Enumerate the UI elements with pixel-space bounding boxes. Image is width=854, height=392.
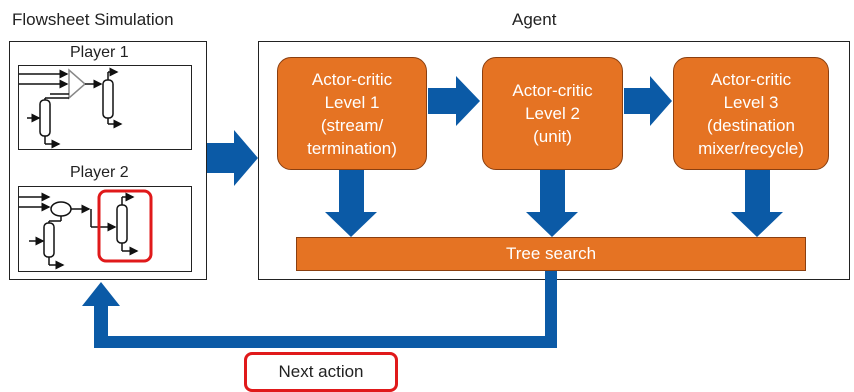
level-2-line-3: (unit) — [533, 127, 572, 146]
arrow-level2-to-level3 — [624, 76, 672, 126]
level-2-line-2: Level 2 — [525, 104, 580, 123]
level-1-line-1: Actor-critic — [311, 69, 393, 89]
level-3-line-1: Actor-critic — [710, 69, 792, 89]
next-action-box: Next action — [244, 352, 398, 392]
arrow-level3-to-tree — [731, 170, 783, 237]
level-1-line-3: (stream/ — [320, 115, 384, 135]
arrow-level1-to-level2 — [428, 76, 480, 126]
agent-title: Agent — [512, 10, 557, 29]
player-2-process-diagram — [19, 189, 153, 270]
level-1-line-2: Level 1 — [324, 92, 380, 112]
arrow-level1-to-tree — [325, 170, 377, 237]
next-action-label: Next action — [278, 362, 364, 381]
level-1-line-4: termination) — [307, 138, 397, 158]
actor-critic-level-3: Actor-critic Level 3 (destination mixer/… — [673, 57, 829, 170]
tree-search-box: Tree search — [296, 237, 806, 271]
flowsheet-simulation-title: Flowsheet Simulation — [12, 10, 174, 29]
player-1-label: Player 1 — [70, 44, 129, 61]
highlight-new-unit — [97, 189, 153, 263]
level-3-line-2: Level 3 — [723, 92, 779, 112]
actor-critic-level-1: Actor-critic Level 1 (stream/ terminatio… — [277, 57, 427, 170]
tree-search-label: Tree search — [505, 244, 597, 263]
arrow-level2-to-tree — [526, 170, 578, 237]
arrow-feedback-to-flowsheet — [82, 271, 557, 348]
player-2-flowsheet — [18, 186, 192, 272]
level-3-line-3: (destination — [707, 115, 795, 135]
arrow-flowsheet-to-agent — [207, 130, 258, 186]
level-2-line-1: Actor-critic — [512, 81, 593, 100]
level-3-line-4: mixer/recycle) — [698, 138, 804, 158]
actor-critic-level-2: Actor-critic Level 2 (unit) — [482, 57, 623, 170]
player-1-flowsheet — [18, 65, 192, 150]
player-2-label: Player 2 — [70, 164, 129, 181]
player-1-process-diagram — [19, 67, 123, 149]
